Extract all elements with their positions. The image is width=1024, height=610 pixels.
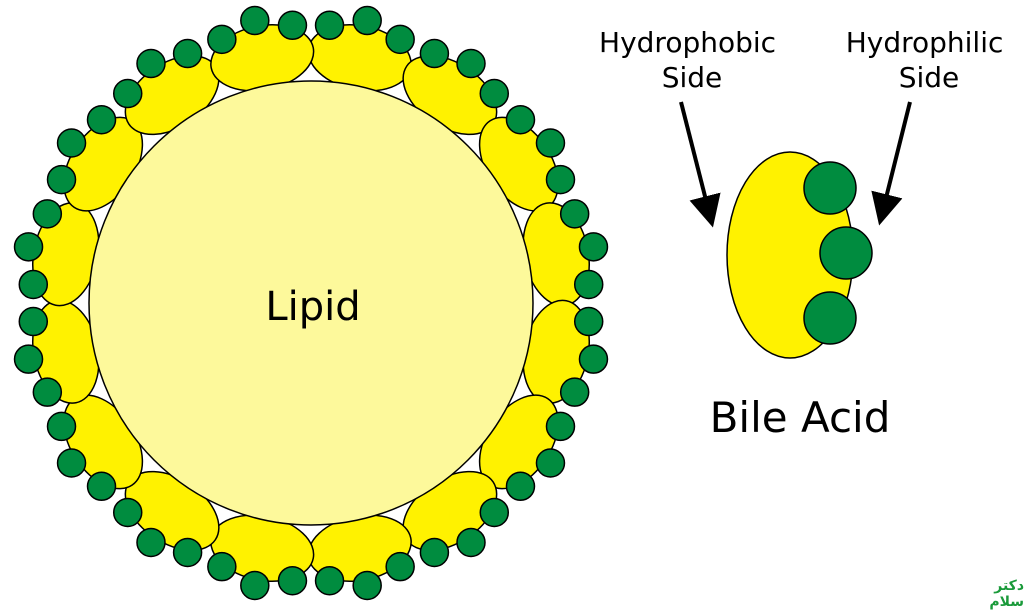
- hydrophilic-group: [112, 78, 143, 109]
- hydrophobic-label: Hydrophobic Side: [599, 26, 785, 94]
- hydrophilic-group: [578, 344, 609, 374]
- hydrophilic-group: [456, 48, 486, 79]
- bile-acid: [13, 299, 100, 407]
- hydrophilic-group: [419, 38, 450, 69]
- hydrophilic-group: [545, 164, 576, 195]
- bile-acid: [307, 514, 415, 601]
- hydrophobic-arrow: [679, 101, 721, 228]
- hydrophilic-group: [352, 570, 382, 601]
- hydrophilic-group: [13, 232, 44, 262]
- bile-acid-detail: [726, 151, 873, 359]
- hydrophilic-group: [535, 128, 566, 158]
- hydrophilic-group: [136, 48, 166, 79]
- hydrophilic-group: [573, 269, 604, 300]
- hydrophilic-group: [803, 161, 857, 215]
- hydrophilic-group: [456, 527, 486, 558]
- hydrophilic-group: [207, 551, 237, 582]
- hydrophilic-group: [86, 471, 117, 502]
- hydrophilic-group: [18, 306, 49, 337]
- bile-acid: [307, 5, 415, 92]
- bile-acid-label: Bile Acid: [710, 393, 891, 442]
- hydrophilic-arrow: [871, 101, 912, 226]
- hydrophilic-group: [535, 448, 566, 478]
- hydrophilic-group: [56, 448, 87, 478]
- hydrophilic-group: [207, 24, 237, 55]
- hydrophilic-group: [479, 497, 510, 528]
- hydrophilic-label: Hydrophilic Side: [846, 26, 1013, 94]
- hydrophilic-group: [352, 5, 382, 36]
- hydrophilic-group: [277, 10, 308, 41]
- hydrophilic-group: [172, 38, 203, 69]
- hydrophilic-group: [32, 199, 63, 229]
- hydrophilic-group: [172, 537, 203, 568]
- hydrophilic-group: [559, 377, 590, 407]
- bile-acid: [522, 299, 609, 407]
- hydrophilic-group: [505, 471, 536, 502]
- hydrophilic-group: [46, 411, 77, 442]
- hydrophilic-group: [505, 104, 536, 135]
- hydrophilic-group: [479, 78, 510, 109]
- bile-acid: [207, 5, 315, 92]
- bile-acid-ring: [13, 5, 609, 601]
- hydrophilic-group: [314, 565, 345, 596]
- hydrophilic-group: [240, 5, 270, 36]
- hydrophilic-group: [32, 377, 63, 407]
- hydrophilic-group: [13, 344, 44, 374]
- hydrophilic-group: [385, 551, 415, 582]
- hydrophilic-group: [56, 128, 87, 158]
- hydrophilic-group: [559, 199, 590, 229]
- lipid-label: Lipid: [265, 284, 360, 330]
- hydrophilic-group: [112, 497, 143, 528]
- hydrophilic-group: [578, 232, 609, 262]
- watermark-logo: دکتر سلام: [989, 578, 1024, 610]
- hydrophilic-group: [86, 104, 117, 135]
- hydrophilic-group: [136, 527, 166, 558]
- hydrophilic-group: [277, 565, 308, 596]
- hydrophilic-group: [240, 570, 270, 601]
- bile-acid: [13, 199, 100, 307]
- hydrophilic-group: [419, 537, 450, 568]
- hydrophilic-group: [573, 306, 604, 337]
- hydrophilic-group: [819, 226, 873, 280]
- hydrophilic-group: [314, 10, 345, 41]
- hydrophilic-group: [385, 24, 415, 55]
- hydrophilic-group: [46, 164, 77, 195]
- lipid-droplet: [88, 80, 534, 526]
- hydrophilic-group: [18, 269, 49, 300]
- hydrophilic-group: [803, 291, 857, 345]
- hydrophilic-group: [545, 411, 576, 442]
- bile-acid: [207, 514, 315, 601]
